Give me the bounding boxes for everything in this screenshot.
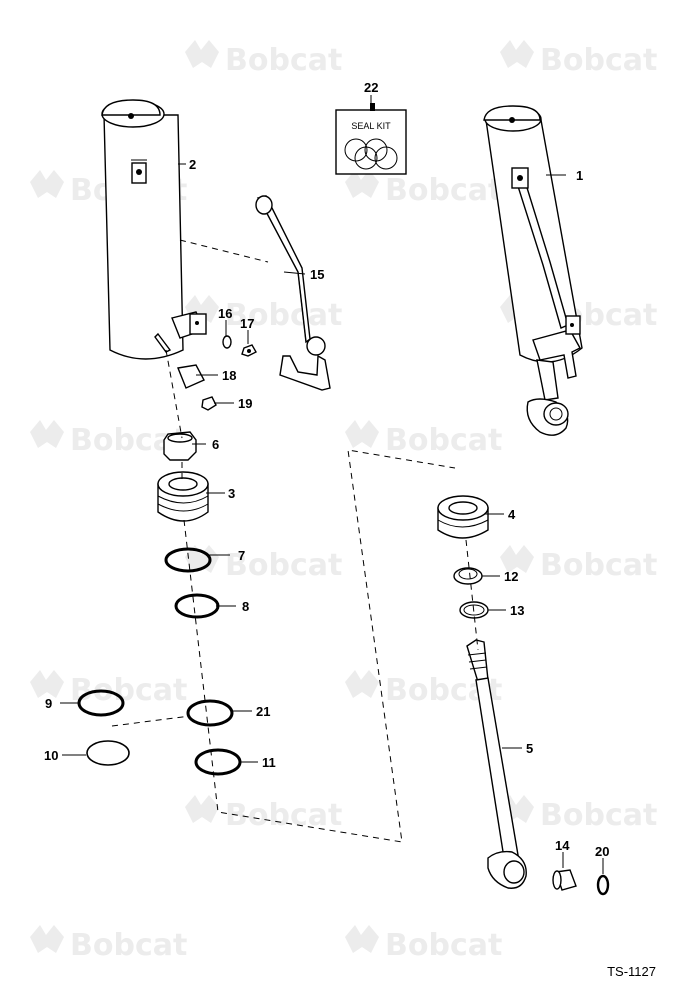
callout-2: 2	[189, 157, 196, 172]
watermark-text: Bobcat	[385, 928, 502, 963]
watermark-logo-icon	[30, 170, 64, 198]
callout-3: 3	[228, 486, 235, 501]
callout-19: 19	[238, 396, 252, 411]
cylinder-barrel-left	[101, 99, 207, 360]
callout-7: 7	[238, 548, 245, 563]
o-ring-16	[222, 335, 232, 349]
callout-6: 6	[212, 437, 219, 452]
callout-22: 22	[364, 80, 378, 95]
watermark-text: Bobcat	[385, 423, 502, 458]
watermark-text: Bobcat	[70, 928, 187, 963]
callout-14: 14	[555, 838, 570, 853]
callout-1: 1	[576, 168, 583, 183]
bushing-14	[552, 869, 577, 891]
snap-ring-20	[596, 874, 610, 896]
callout-13: 13	[510, 603, 524, 618]
piston-4	[437, 495, 489, 539]
nut-19	[201, 396, 217, 411]
callout-16: 16	[218, 306, 232, 321]
clamp-18	[177, 364, 205, 389]
callout-numbers: 1 2 3 4 5 6 7 8 9 10 11 12 13 14 15 16 1…	[44, 80, 609, 859]
callout-leaders	[60, 95, 604, 874]
watermark-logo-icon	[345, 670, 379, 698]
callout-20: 20	[595, 844, 609, 859]
seal-ring-9	[77, 689, 125, 717]
callout-8: 8	[242, 599, 249, 614]
callout-4: 4	[508, 507, 516, 522]
callout-10: 10	[44, 748, 58, 763]
watermark-logo-icon	[185, 40, 219, 68]
watermark-logo-icon	[30, 925, 64, 953]
watermark-text: Bobcat	[540, 548, 657, 583]
seal-ring-10	[86, 740, 130, 766]
watermark-logo-icon	[185, 795, 219, 823]
seal-ring-7	[164, 547, 212, 573]
callout-12: 12	[504, 569, 518, 584]
watermark-text: Bobcat	[385, 173, 502, 208]
watermark-text: Bobcat	[225, 798, 342, 833]
watermark-logo-icon	[500, 40, 534, 68]
watermark-logo-icon	[185, 545, 219, 573]
seal-ring-11	[194, 748, 242, 776]
callout-9: 9	[45, 696, 52, 711]
hydraulic-tube-15	[255, 195, 331, 391]
watermark-logo-icon	[345, 925, 379, 953]
watermark-logo-icon	[30, 420, 64, 448]
seal-kit-22: SEAL KIT	[335, 103, 407, 175]
watermark-text: Bobcat	[540, 43, 657, 78]
watermark-text: Bobcat	[540, 798, 657, 833]
callout-21: 21	[256, 704, 270, 719]
watermark-logo-icon	[345, 170, 379, 198]
gland-nut-6	[163, 431, 197, 461]
callout-5: 5	[526, 741, 533, 756]
wear-ring-12	[453, 567, 483, 585]
watermark-text: Bobcat	[225, 298, 342, 333]
seal-ring-8	[174, 593, 220, 619]
watermark-text: Bobcat	[70, 673, 187, 708]
cylinder-head-3	[157, 471, 209, 522]
watermark-text: Bobcat	[225, 43, 342, 78]
callout-11: 11	[262, 755, 276, 770]
watermark-logo-icon	[500, 545, 534, 573]
nut-17	[241, 344, 257, 357]
assembly-lines	[111, 239, 479, 843]
cylinder-assembly-right	[483, 105, 583, 436]
callout-17: 17	[240, 316, 254, 331]
seal-ring-21	[186, 699, 234, 727]
callout-15: 15	[310, 267, 324, 282]
piston-rod-5	[466, 639, 527, 889]
watermark-logo-icon	[345, 420, 379, 448]
seal-kit-label: SEAL KIT	[351, 121, 391, 131]
callout-18: 18	[222, 368, 236, 383]
watermark-text: Bobcat	[225, 548, 342, 583]
watermark-logo-icon	[30, 670, 64, 698]
figure-id: TS-1127	[607, 964, 656, 979]
